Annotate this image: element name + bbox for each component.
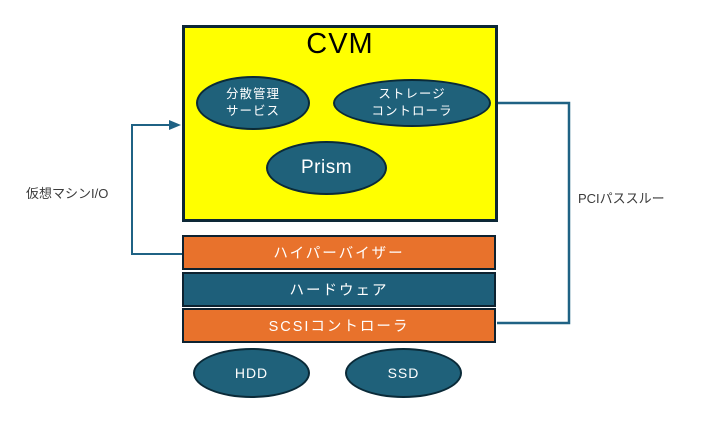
storage-controller-label-line1: ストレージ	[378, 87, 446, 102]
prism-label: Prism	[300, 157, 353, 179]
distributed-management-service-ellipse: 分散管理 サービス	[196, 76, 310, 130]
distributed-management-service-label-line2: サービス	[225, 104, 280, 118]
storage-controller-label-line2: コントローラ	[371, 104, 453, 118]
ssd-ellipse: SSD	[345, 348, 462, 398]
arrowhead-icon	[169, 120, 181, 130]
hardware-layer: ハードウェア	[182, 272, 496, 307]
virtual-machine-io-wire	[131, 120, 182, 255]
distributed-management-service-label-line1: 分散管理	[225, 87, 280, 102]
ssd-label: SSD	[387, 364, 420, 381]
scsi-controller-layer: SCSIコントローラ	[182, 308, 496, 343]
cvm-box-title: CVM	[306, 28, 374, 60]
hypervisor-label: ハイパーバイザー	[273, 246, 405, 262]
hardware-label: ハードウェア	[289, 283, 389, 299]
scsi-controller-label: SCSIコントローラ	[268, 319, 410, 335]
pci-passthrough-label: PCIパススルー	[578, 191, 665, 206]
virtual-machine-io-label: 仮想マシンI/O	[26, 186, 109, 201]
pci-passthrough-wire	[491, 101, 571, 325]
storage-controller-ellipse: ストレージ コントローラ	[333, 79, 491, 127]
prism-ellipse: Prism	[266, 141, 387, 195]
hypervisor-layer: ハイパーバイザー	[182, 235, 496, 270]
hdd-ellipse: HDD	[193, 348, 310, 398]
hdd-label: HDD	[234, 364, 269, 381]
